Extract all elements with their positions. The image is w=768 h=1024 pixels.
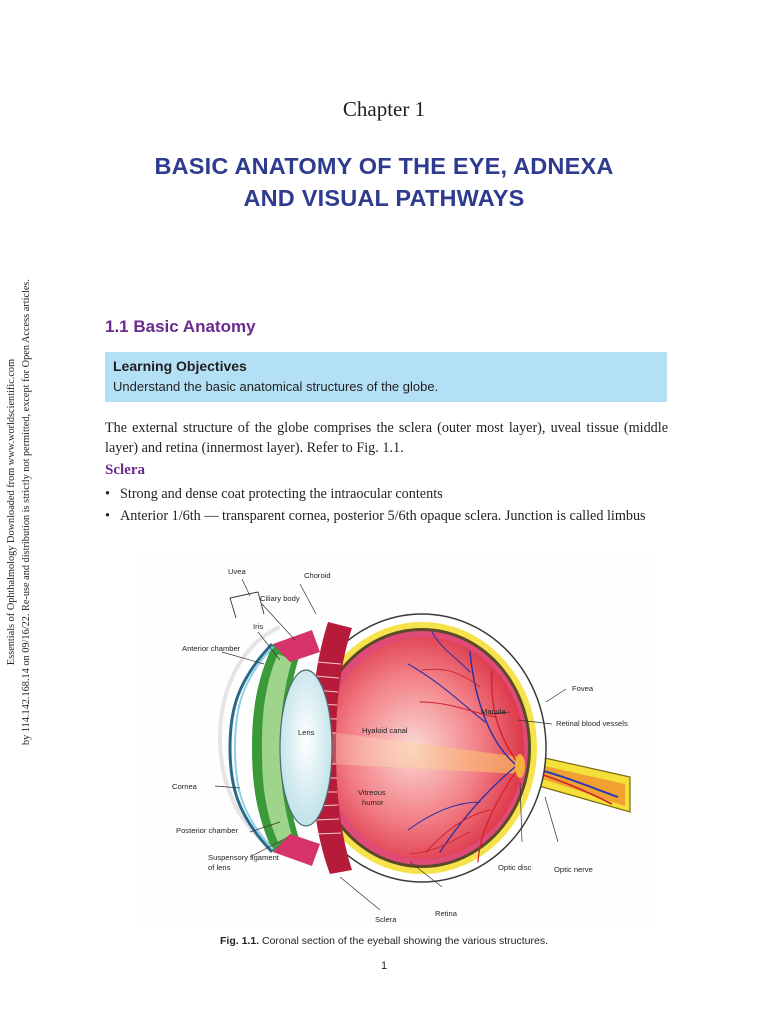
eye-anatomy-figure: Uvea Choroid Ciliary body Iris Anterior … xyxy=(140,552,650,928)
sclera-heading: Sclera xyxy=(105,462,145,478)
chapter-label: Chapter 1 xyxy=(342,97,426,121)
label-ciliary-body: Ciliary body xyxy=(260,594,300,603)
figure-caption-text: Coronal section of the eyeball showing t… xyxy=(259,935,548,947)
label-retina: Retina xyxy=(435,909,458,918)
label-retinal-blood-vessels: Retinal blood vessels xyxy=(556,719,628,728)
label-iris: Iris xyxy=(253,622,263,631)
download-notice-line2: by 114.142.168.14 on 09/16/22. Re-use an… xyxy=(21,278,32,746)
label-uvea: Uvea xyxy=(228,567,247,576)
learning-objectives-title: Learning Objectives xyxy=(113,358,247,374)
bullet-dot-icon: • xyxy=(105,508,110,524)
chapter-title: BASIC ANATOMY OF THE EYE, ADNEXA AND VIS… xyxy=(0,150,768,214)
page-number: 1 xyxy=(380,960,388,972)
label-vitreous: Vitreous xyxy=(358,788,386,797)
label-choroid: Choroid xyxy=(304,571,331,580)
learning-objectives-text: Understand the basic anatomical structur… xyxy=(113,379,439,394)
label-lens: Lens xyxy=(298,728,315,737)
learning-objectives-box: Learning Objectives Understand the basic… xyxy=(105,352,667,402)
sclera-bullet-list: • Strong and dense coat protecting the i… xyxy=(105,484,668,528)
label-humor: humor xyxy=(362,798,384,807)
label-optic-disc: Optic disc xyxy=(498,863,532,872)
figure-caption: Fig. 1.1. Coronal section of the eyeball… xyxy=(0,935,768,947)
section-heading: 1.1 Basic Anatomy xyxy=(105,317,256,336)
list-item: • Anterior 1/6th — transparent cornea, p… xyxy=(105,506,668,526)
label-anterior-chamber: Anterior chamber xyxy=(182,644,241,653)
label-posterior-chamber: Posterior chamber xyxy=(176,826,239,835)
label-suspensory-ligament: Suspensory ligament xyxy=(208,853,280,862)
label-of-lens: of lens xyxy=(208,863,231,872)
label-macula: Macula xyxy=(481,707,506,716)
intro-paragraph: The external structure of the globe comp… xyxy=(105,420,668,456)
bullet-text: Strong and dense coat protecting the int… xyxy=(120,486,443,502)
download-notice: Essentials of Ophthalmology Downloaded f… xyxy=(4,262,40,762)
eye-anatomy-illustration: Uvea Choroid Ciliary body Iris Anterior … xyxy=(172,567,631,924)
label-sclera: Sclera xyxy=(375,915,397,924)
label-hyaloid-canal: Hyaloid canal xyxy=(362,726,408,735)
chapter-title-line1: BASIC ANATOMY OF THE EYE, ADNEXA xyxy=(154,153,614,179)
bullet-text: Anterior 1/6th — transparent cornea, pos… xyxy=(120,508,646,524)
label-optic-nerve: Optic nerve xyxy=(554,865,593,874)
download-notice-line1: Essentials of Ophthalmology Downloaded f… xyxy=(6,358,17,666)
label-cornea: Cornea xyxy=(172,782,198,791)
list-item: • Strong and dense coat protecting the i… xyxy=(105,484,668,504)
chapter-title-line2: AND VISUAL PATHWAYS xyxy=(243,185,525,211)
bullet-dot-icon: • xyxy=(105,486,110,502)
label-fovea: Fovea xyxy=(572,684,594,693)
figure-caption-label: Fig. 1.1. xyxy=(220,935,260,947)
